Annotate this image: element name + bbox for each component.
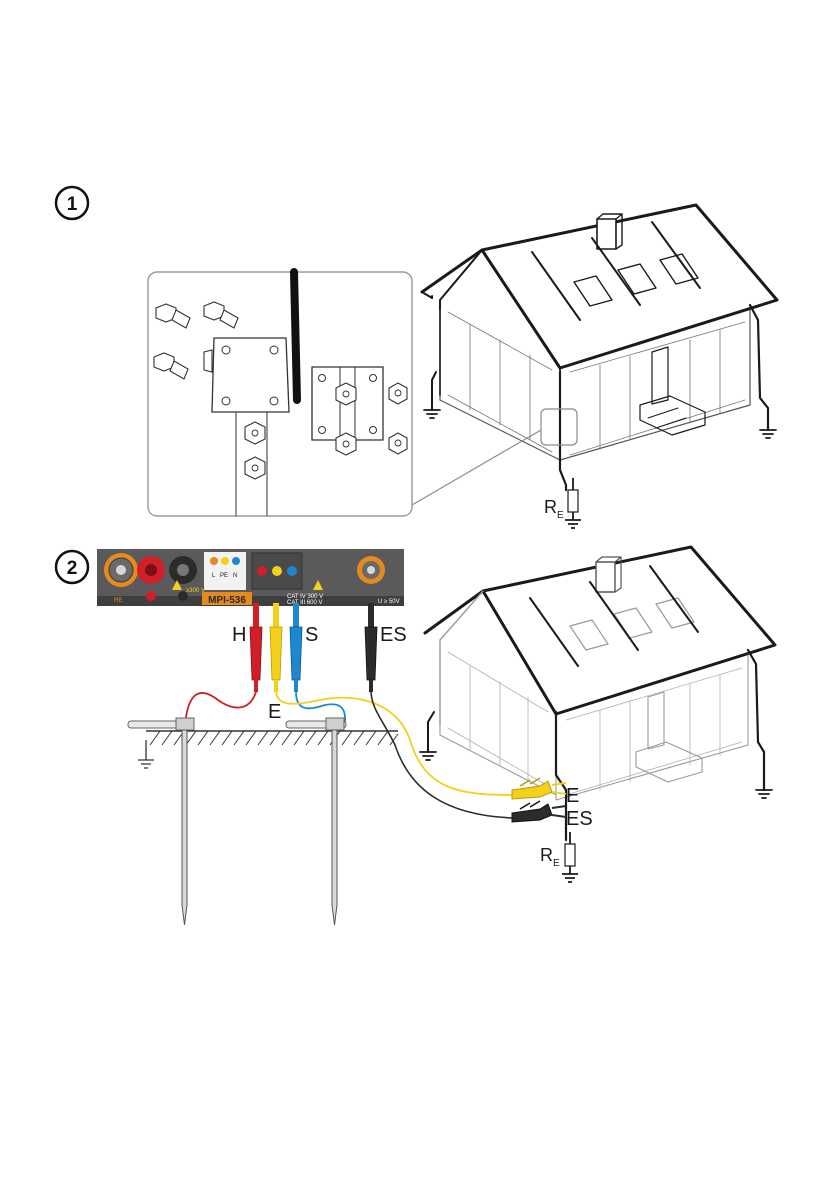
step-1-resistor-label: R [544,497,557,517]
house-2 [420,547,775,840]
meter-small-rating: ≥300 V [186,588,205,594]
lead-h-plug [250,603,262,692]
earthing-detail-inset [148,272,412,516]
detail-callout-pointer [412,409,577,505]
meter-panel [97,549,404,606]
clamp-label-e: E [566,785,579,807]
lead-label-es: ES [380,624,407,646]
probe-s [286,718,346,925]
meter-socket-label-pe: PE [220,573,228,579]
step-2-badge: 2 [56,551,88,583]
step-2-resistor-label: R [540,845,553,865]
step-2-number: 2 [67,558,78,579]
clamp-es [512,801,566,822]
test-lead-plugs [250,603,377,692]
step-2-resistor [562,832,578,882]
lead-s-plug [290,603,302,692]
lead-es-plug [365,603,377,692]
step-1-number: 1 [67,194,78,215]
test-lead-wires [185,692,512,818]
ground-surface [138,731,398,768]
step-2-resistor-subscript: E [553,858,560,869]
lead-label-e: E [268,701,281,723]
meter-cat-text-2: CAT III 600 V [287,600,322,606]
meter-port-label: RE [114,598,122,604]
lead-e-plug [270,603,282,692]
clamp-label-es: ES [566,808,593,830]
step-1-badge: 1 [56,187,88,219]
meter-model-label: MPI-536 [208,595,246,606]
meter-right-rating: U ≥ 50V [378,599,400,605]
lead-label-h: H [232,624,246,646]
step-1-resistor [565,478,581,528]
step-1-resistor-subscript: E [557,510,564,521]
probe-h [128,718,194,925]
lead-label-s: S [305,624,318,646]
meter-socket-label-n: N [233,573,237,579]
house-1 [422,205,777,490]
